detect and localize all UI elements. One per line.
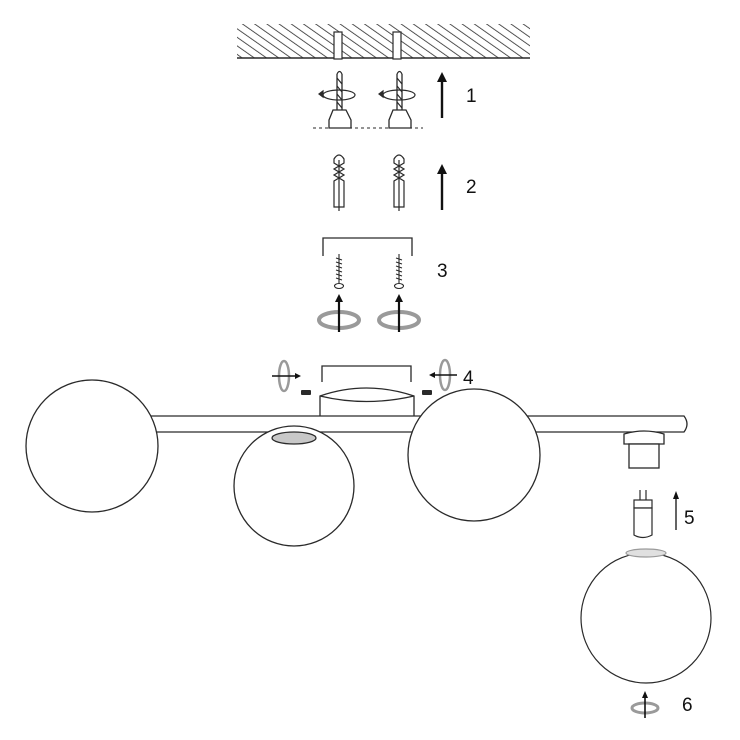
step-number-6: 6: [682, 695, 693, 716]
side-rotation-icon: [272, 358, 457, 393]
ceiling-hatch: [237, 24, 530, 60]
step-number-1: 1: [466, 86, 477, 107]
canopy-bracket-icon: [321, 365, 412, 382]
mounting-bracket-icon: [322, 237, 413, 256]
globe-shade-icon: [580, 548, 712, 684]
side-screw-icon: [301, 390, 432, 395]
g9-bulb-icon: [633, 490, 653, 539]
rotation-arrow-icon: [318, 89, 416, 101]
step-number-4: 4: [463, 368, 474, 389]
step-number-2: 2: [466, 177, 477, 198]
drill-bit-icon: [313, 70, 423, 129]
step-number-5: 5: [684, 508, 695, 529]
globe-shade-icon: [25, 379, 541, 547]
up-arrow-icon: [673, 491, 679, 530]
lamp-holder-icon: [623, 430, 665, 469]
wall-plug-icon: [332, 154, 406, 211]
screwdriver-rotation-icon: [630, 691, 660, 718]
step-number-3: 3: [437, 261, 448, 282]
screwdriver-rotation-icon: [317, 294, 421, 332]
screw-icon: [333, 254, 405, 290]
up-arrow-icon: [437, 72, 447, 210]
